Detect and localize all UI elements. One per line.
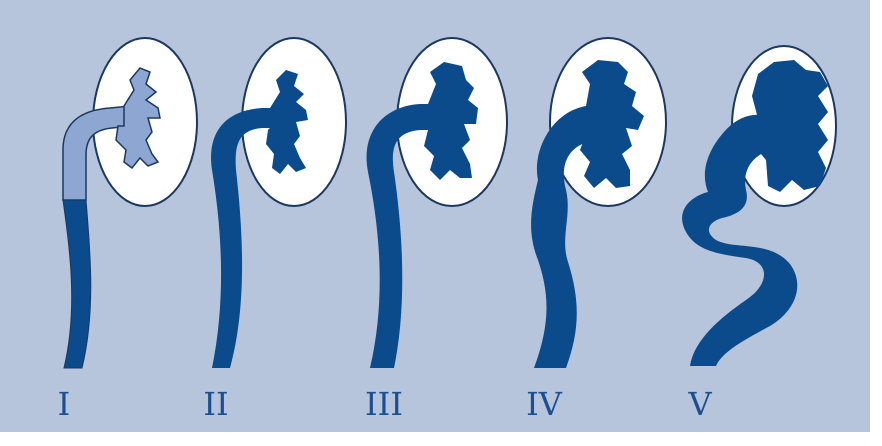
grade-3-figure [367, 38, 507, 368]
diagram-panel: I II III IV V [0, 0, 870, 432]
grade-1-figure [63, 38, 197, 368]
grade-label-4: IV [526, 388, 562, 420]
grade-label-1: I [58, 388, 71, 420]
grade-2-figure [211, 38, 346, 368]
ureter-lower-dark [63, 200, 91, 368]
grade-label-5: V [688, 388, 711, 420]
grade-5-figure [682, 46, 836, 366]
grade-label-3: III [365, 388, 403, 420]
grade-4-figure [531, 38, 666, 368]
grade-label-2: II [203, 388, 228, 420]
reflux-grades-diagram [0, 0, 870, 432]
